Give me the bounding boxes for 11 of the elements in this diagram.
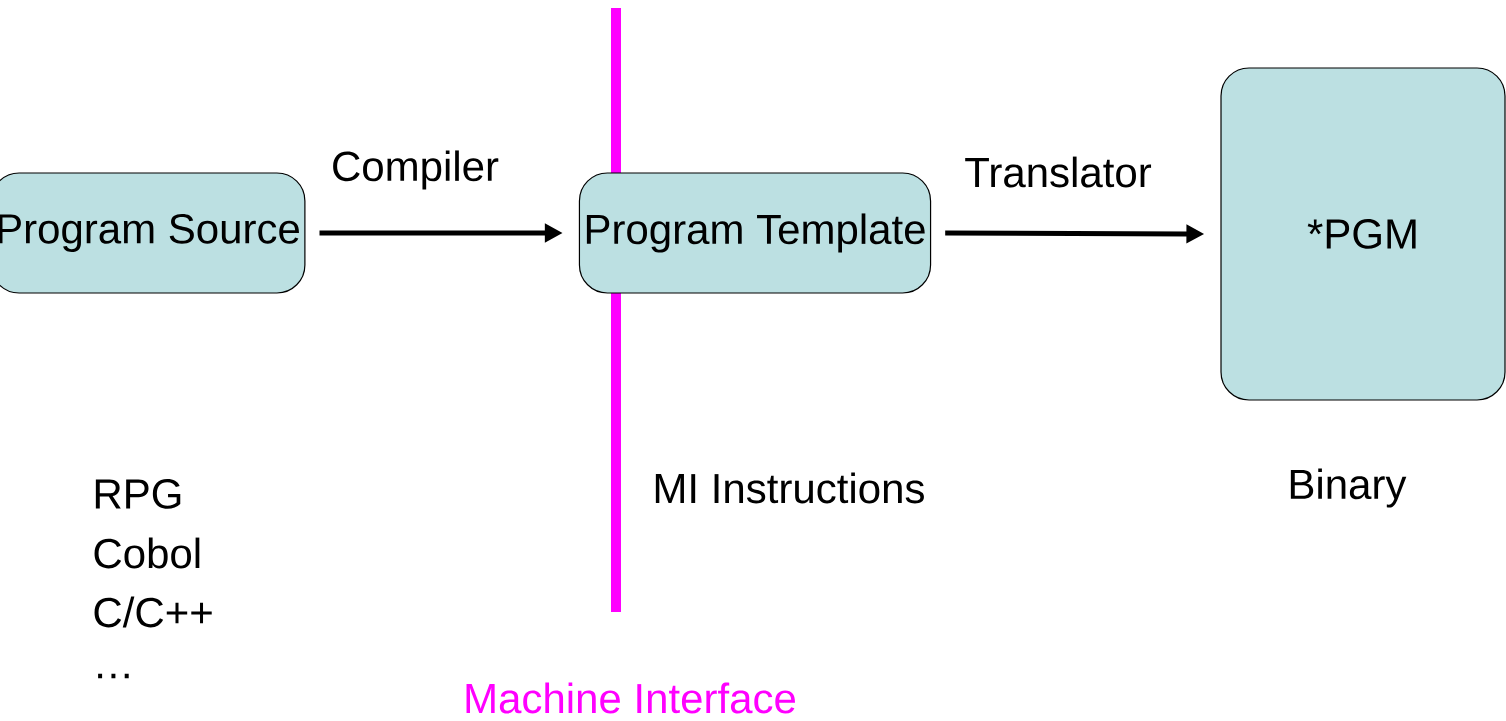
note-label: MI Instructions: [655, 472, 924, 504]
edge-label: Compiler: [333, 150, 499, 190]
note-label: Binary: [1290, 468, 1407, 508]
note-label: Cobol: [94, 537, 200, 569]
divider-label: Machine Interface: [466, 682, 795, 714]
edge-label: Translator: [965, 156, 1152, 188]
note-label: …: [98, 673, 129, 679]
process-box: *PGM: [1220, 67, 1506, 401]
note-label: RPG: [95, 479, 181, 509]
note-label: C/C++: [94, 596, 212, 628]
process-box: Program Template: [578, 172, 932, 294]
